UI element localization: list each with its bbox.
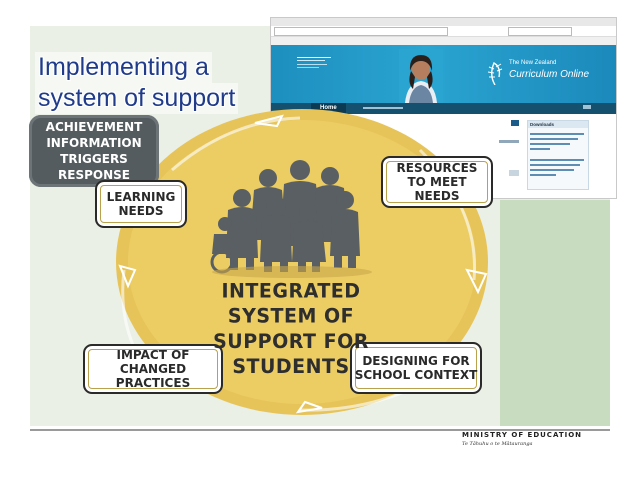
resources-box: RESOURCES TO MEET NEEDS [381,156,493,208]
downloads-header: Downloads [528,121,588,128]
browser-address-field [274,26,448,36]
site-print-icon [582,103,592,114]
center-line-2: SUPPORT FOR STUDENTS [213,330,369,379]
children-silhouette-icon [210,160,360,274]
trigger-box: ACHIEVEMENT INFORMATION TRIGGERS RESPONS… [29,115,159,187]
person-photo [399,49,443,103]
center-label: INTEGRATED SYSTEM OF SUPPORT FOR STUDENT… [176,279,406,380]
learning-line-2: NEEDS [118,204,164,218]
site-nav-home: Home [311,103,346,114]
site-navbar: Home [271,103,616,114]
site-downloads-panel: Downloads [527,120,589,190]
browser-urlbar [271,26,616,37]
fern-logo-icon [487,61,503,85]
site-page-column [489,120,527,183]
slide-title-line-1: Implementing a [35,52,212,83]
trigger-line-1: ACHIEVEMENT [45,120,143,134]
site-small-logo [297,57,331,73]
site-title-main: Curriculum Online [509,69,590,80]
slide-title-line-2: system of support [35,83,239,114]
site-title: The New Zealand Curriculum Online [509,58,589,80]
resources-line-1: RESOURCES [396,161,478,175]
impact-box: IMPACT OF CHANGED PRACTICES [83,344,223,394]
trigger-line-2: INFORMATION [46,136,142,150]
site-title-small: The New Zealand [509,60,557,66]
center-line-1: INTEGRATED SYSTEM OF [221,279,361,328]
learning-line-1: LEARNING [106,190,176,204]
slide-title: Implementing a system of support [35,52,239,114]
designing-line-2: SCHOOL CONTEXT [354,368,478,382]
designing-box: DESIGNING FOR SCHOOL CONTEXT [350,342,482,394]
browser-search-field [508,26,572,36]
impact-line-1: IMPACT OF [116,348,190,362]
trigger-line-3: TRIGGERS RESPONSE [58,152,130,182]
slide-side-strip [500,200,610,426]
resources-line-2: TO MEET NEEDS [407,175,467,203]
ministry-logo-text: MINISTRY OF EDUCATION [462,431,583,439]
ministry-subtitle: Te Tāhuhu o te Mātauranga [462,441,533,447]
learning-needs-box: LEARNING NEEDS [95,180,187,228]
browser-titlebar [271,18,616,26]
site-breadcrumb [363,103,403,114]
impact-line-2: CHANGED PRACTICES [115,362,191,390]
footer-divider [30,429,610,431]
designing-line-1: DESIGNING FOR [362,354,470,368]
site-banner: The New Zealand Curriculum Online [271,45,616,103]
